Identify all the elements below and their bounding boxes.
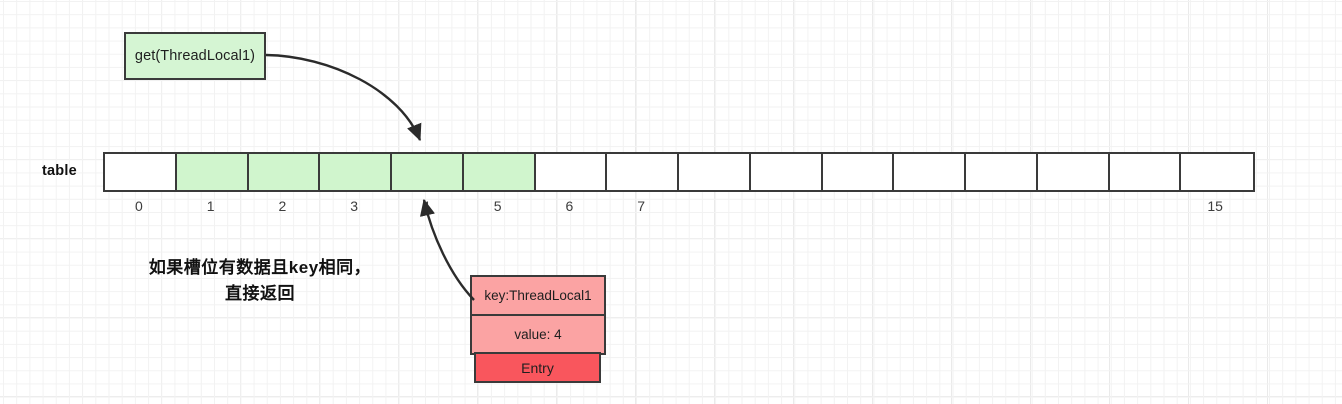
index-label-12 <box>964 198 1036 214</box>
index-label-8 <box>677 198 749 214</box>
table-cell-12 <box>966 154 1038 190</box>
table-cell-7 <box>607 154 679 190</box>
entry-fields: key:ThreadLocal1 value: 4 <box>470 275 606 355</box>
index-label-0: 0 <box>134 198 143 214</box>
index-label-6: 6 <box>565 198 574 214</box>
index-label-11 <box>892 198 964 214</box>
index-label-4: 4 <box>421 198 430 214</box>
index-label-9 <box>749 198 821 214</box>
table-cell-9 <box>750 154 823 190</box>
index-label-1: 1 <box>206 198 215 214</box>
table-cell-10 <box>822 154 895 190</box>
table-index-row: 0 1 2 3 4 5 6 7 15 <box>103 198 1251 214</box>
index-label-14 <box>1108 198 1180 214</box>
get-call-box: get(ThreadLocal1) <box>124 32 266 80</box>
annotation-line-1: 如果槽位有数据且key相同， <box>148 258 372 277</box>
entry-type-label: Entry <box>474 352 601 383</box>
index-label-3: 3 <box>350 198 359 214</box>
table-cell-11 <box>894 154 966 190</box>
table-cell-14 <box>1109 154 1182 190</box>
table-cell-1 <box>176 154 249 190</box>
get-call-label: get(ThreadLocal1) <box>134 48 256 64</box>
index-label-5: 5 <box>493 198 502 214</box>
table-array <box>103 152 1255 192</box>
index-label-15: 15 <box>1207 198 1223 214</box>
table-cell-8 <box>679 154 751 190</box>
index-label-10 <box>821 198 893 214</box>
table-cell-6 <box>535 154 608 190</box>
table-cell-15 <box>1181 154 1253 190</box>
entry-value-field: value: 4 <box>472 314 604 353</box>
table-label: table <box>42 163 77 179</box>
index-label-13 <box>1036 198 1108 214</box>
index-label-2: 2 <box>278 198 287 214</box>
annotation-note: 如果槽位有数据且key相同， 直接返回 <box>110 255 410 307</box>
table-cell-5 <box>463 154 536 190</box>
table-cell-4 <box>392 154 464 190</box>
table-cell-3 <box>320 154 392 190</box>
table-cell-13 <box>1037 154 1110 190</box>
table-cell-2 <box>248 154 321 190</box>
index-label-7: 7 <box>637 198 646 214</box>
entry-key-field: key:ThreadLocal1 <box>472 277 604 314</box>
table-cell-0 <box>105 154 177 190</box>
annotation-line-2: 直接返回 <box>225 284 295 303</box>
arrow-call-to-slot <box>265 53 422 142</box>
arrow-entry-to-slot <box>419 198 475 301</box>
